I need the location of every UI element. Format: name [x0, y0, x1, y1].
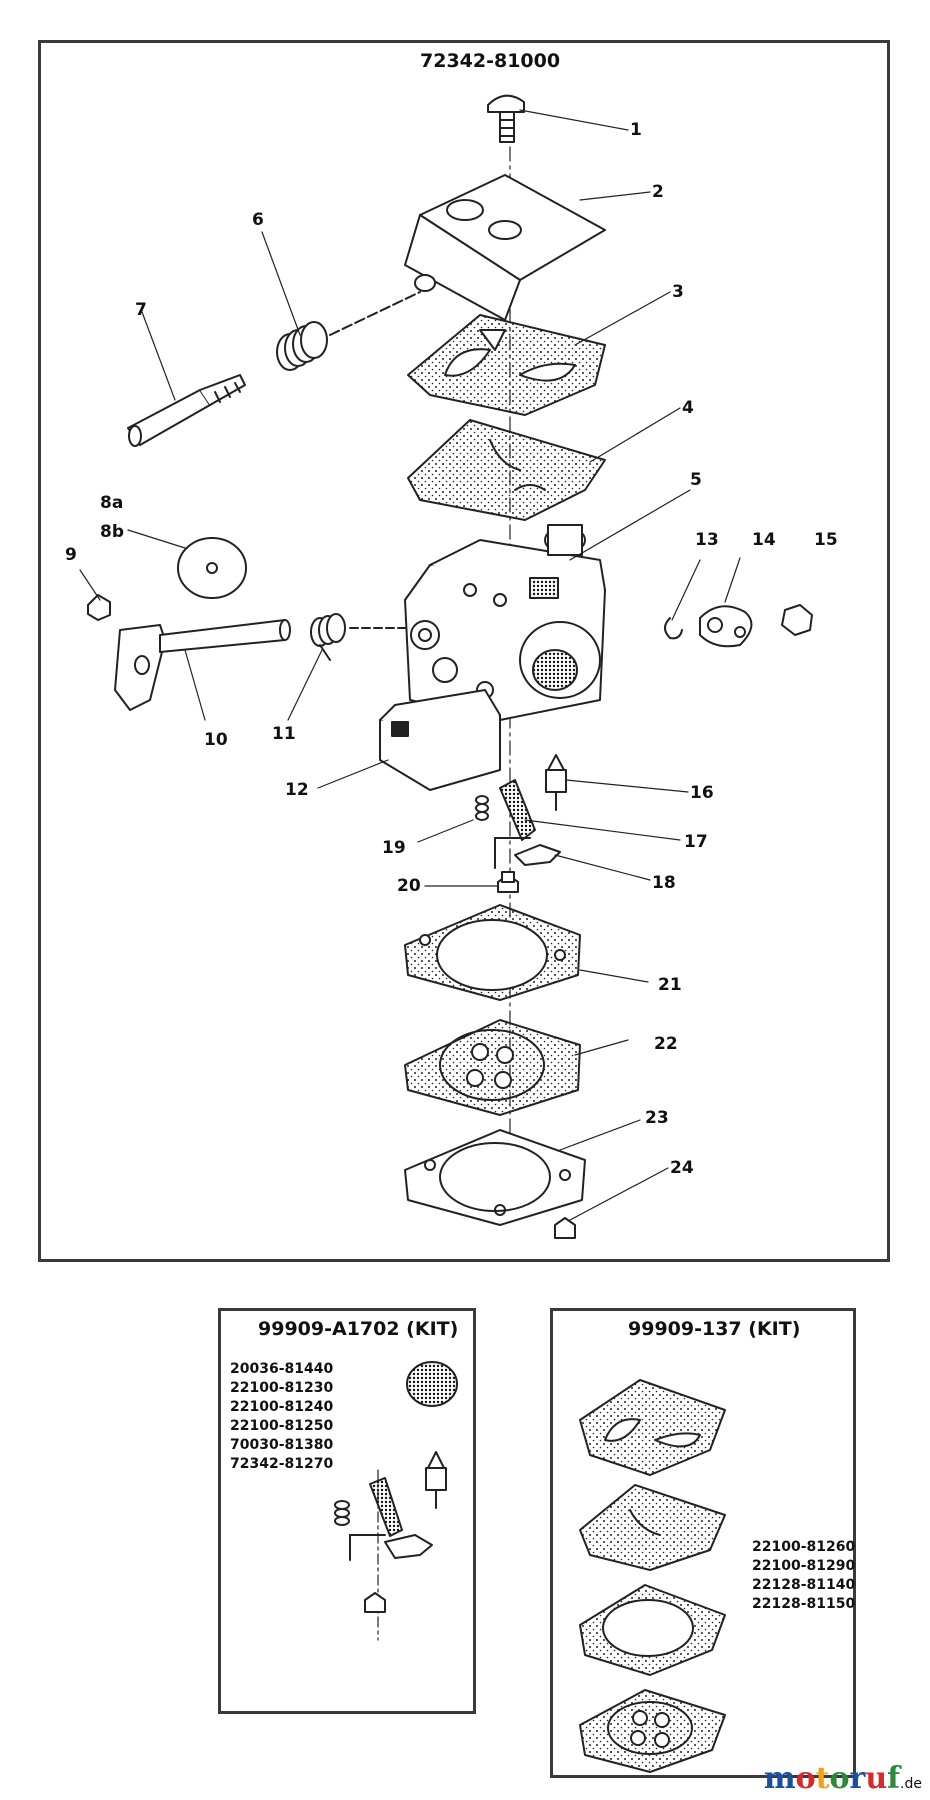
callout-4: 4: [682, 398, 694, 418]
callout-16: 16: [690, 783, 714, 803]
kit-b-parts-illustration: [579, 1379, 726, 1773]
part-9-nut-icon: [87, 594, 111, 621]
part-10-throttle-shaft-icon: [114, 619, 291, 711]
callout-20: 20: [397, 876, 421, 896]
kit-a-part: 20036-81440: [230, 1361, 334, 1377]
part-15-nut-icon: [781, 604, 813, 636]
callout-2: 2: [652, 182, 664, 202]
part-21-gasket-icon: [404, 904, 581, 1001]
part-24-screw-icon: [554, 1217, 576, 1239]
callout-7: 7: [135, 300, 147, 320]
part-7-needle-screw-icon: [127, 374, 246, 447]
watermark-letter: o: [829, 1761, 850, 1796]
part-13-clip-icon: [664, 617, 683, 640]
part-2-cover-icon: [404, 174, 606, 321]
watermark-letter: f: [887, 1761, 901, 1796]
callout-24: 24: [670, 1158, 694, 1178]
callout-11: 11: [272, 724, 296, 744]
part-5-carburetor-body-icon: [404, 524, 606, 721]
part-20-screw-icon: [497, 871, 519, 893]
part-12-chamber-icon: [379, 689, 501, 791]
kit-a-title: 99909-A1702 (KIT): [258, 1318, 459, 1340]
callout-3: 3: [672, 282, 684, 302]
kit-b-part: 22100-81260: [752, 1539, 856, 1555]
callout-21: 21: [658, 975, 682, 995]
kit-a-frame: [218, 1308, 476, 1714]
kit-a-part: 22100-81240: [230, 1399, 334, 1415]
callout-23: 23: [645, 1108, 669, 1128]
assembly-part-number: 72342-81000: [420, 50, 561, 72]
watermark-letter: u: [865, 1761, 888, 1796]
part-11-spring-icon: [310, 613, 411, 661]
callout-22: 22: [654, 1034, 678, 1054]
kit-a-part: 22100-81230: [230, 1380, 334, 1396]
callout-1: 1: [630, 120, 642, 140]
kit-b-part: 22128-81140: [752, 1577, 856, 1593]
callout-19: 19: [382, 838, 406, 858]
part-4-diaphragm-icon: [407, 419, 606, 521]
kit-a-part-list: 20036-81440 22100-81230 22100-81240 2210…: [230, 1360, 333, 1474]
part-3-gasket-icon: [407, 314, 606, 416]
kit-b-part-list: 22100-81260 22100-81290 22128-81140 2212…: [752, 1538, 855, 1614]
kit-a-part: 72342-81270: [230, 1456, 334, 1472]
part-1-screw-icon: [487, 94, 525, 143]
watermark-letter: r: [849, 1761, 866, 1796]
part-14-plate-icon: [699, 605, 753, 648]
callout-14: 14: [752, 530, 776, 550]
callout-17: 17: [684, 832, 708, 852]
callout-8b: 8b: [100, 522, 124, 542]
watermark-suffix: .de: [900, 1776, 922, 1792]
part-23-plate-icon: [404, 1129, 586, 1226]
callout-5: 5: [690, 470, 702, 490]
motoruf-watermark-logo: motoruf.de: [764, 1761, 922, 1796]
callout-6: 6: [252, 210, 264, 230]
kit-a-part: 70030-81380: [230, 1437, 334, 1453]
watermark-letter: m: [763, 1761, 796, 1796]
kit-b-frame: [550, 1308, 856, 1778]
callout-18: 18: [652, 873, 676, 893]
callout-15: 15: [814, 530, 838, 550]
callout-12: 12: [285, 780, 309, 800]
callout-10: 10: [204, 730, 228, 750]
part-19-spring-icon: [475, 795, 489, 821]
watermark-letter: t: [815, 1761, 830, 1796]
part-18-arm-icon: [494, 837, 561, 869]
kit-b-part: 22128-81150: [752, 1596, 856, 1612]
part-16-inlet-needle-icon: [545, 754, 567, 811]
main-diagram-frame: [38, 40, 890, 1262]
kit-a-parts-illustration: [334, 1361, 458, 1641]
kit-b-title: 99909-137 (KIT): [628, 1318, 801, 1340]
callout-13: 13: [695, 530, 719, 550]
part-8-disk-icon: [177, 537, 247, 599]
callout-9: 9: [65, 545, 77, 565]
kit-b-part: 22100-81290: [752, 1558, 856, 1574]
callout-8a: 8a: [100, 493, 124, 513]
kit-a-part: 22100-81250: [230, 1418, 334, 1434]
part-22-diaphragm-icon: [404, 1019, 581, 1116]
part-17-lever-icon: [499, 779, 536, 841]
watermark-letter: o: [795, 1761, 816, 1796]
